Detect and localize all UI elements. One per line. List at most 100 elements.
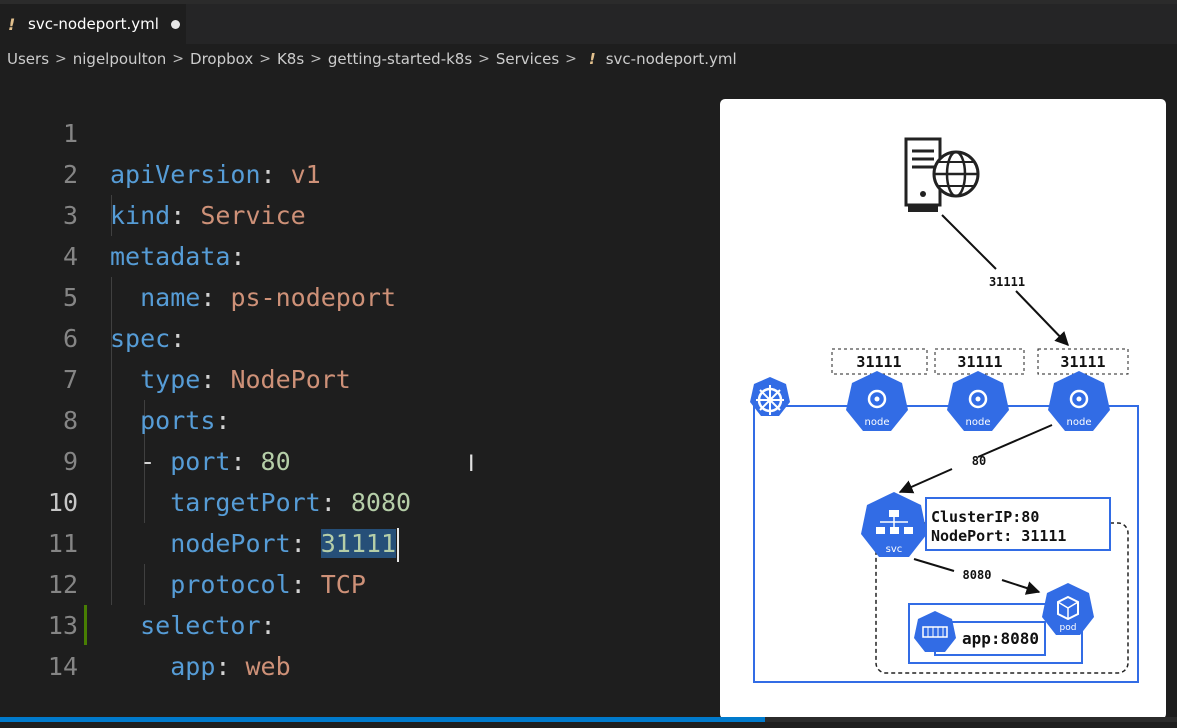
yaml-value: web <box>230 652 291 681</box>
selected-text[interactable]: 31111 <box>320 529 397 558</box>
service-icon: svc <box>861 492 927 557</box>
code-line[interactable]: 7 ports: <box>0 318 231 435</box>
yaml-key: name <box>140 283 201 312</box>
yaml-dash: - <box>140 447 171 476</box>
breadcrumb-item-users[interactable]: Users <box>7 50 50 68</box>
yaml-key: port <box>170 447 231 476</box>
title-strip <box>0 0 1177 4</box>
container-icon <box>914 611 956 652</box>
node-icon: node <box>947 371 1009 431</box>
code-line[interactable]: 4 name: ps-nodeport <box>0 195 396 312</box>
breadcrumb-item-k8s[interactable]: K8s <box>276 50 305 68</box>
yaml-colon: : <box>260 611 276 640</box>
chevron-right-icon: > <box>565 51 577 67</box>
container-label: app:8080 <box>962 629 1039 648</box>
node-port-box <box>1037 348 1129 375</box>
line-number: 7 <box>62 365 78 394</box>
chevron-right-icon: > <box>55 51 67 67</box>
yaml-value: 8080 <box>335 488 412 517</box>
line-number: 3 <box>62 201 78 230</box>
yaml-colon: : <box>170 324 186 353</box>
breadcrumb-item-dropbox[interactable]: Dropbox <box>190 50 254 68</box>
unsaved-dot-icon[interactable] <box>170 19 180 29</box>
yaml-key: selector <box>140 611 261 640</box>
line-number: 4 <box>62 242 78 271</box>
code-line[interactable]: 11 protocol: TCP <box>0 482 366 599</box>
text-cursor <box>397 528 400 562</box>
node-icon: node <box>1048 371 1110 431</box>
line-number: 1 <box>62 119 78 148</box>
chevron-right-icon: > <box>259 51 271 67</box>
yaml-key: apiVersion <box>110 160 261 189</box>
indent-guide <box>111 277 112 605</box>
code-line[interactable]: 14 <box>0 605 78 681</box>
service-info-box <box>925 497 1111 551</box>
code-editor[interactable]: 1 apiVersion: v1 2 kind: Service 3 metad… <box>0 72 720 712</box>
node-port-label: 31111 <box>856 353 901 371</box>
gutter-modified-marker <box>84 605 87 645</box>
code-line[interactable]: 2 kind: Service <box>0 113 306 230</box>
external-arrow <box>1015 290 1069 347</box>
yaml-file-icon: ! <box>588 50 596 68</box>
code-line[interactable]: 13 app: web <box>0 564 291 681</box>
yaml-value: 80 <box>245 447 291 476</box>
line-number: 11 <box>47 529 78 558</box>
line-number: 8 <box>62 406 78 435</box>
chevron-right-icon: > <box>478 51 490 67</box>
node-port-label: 31111 <box>957 353 1002 371</box>
code-line[interactable]: 8 - port: 80 <box>0 359 291 476</box>
yaml-value: NodePort <box>215 365 351 394</box>
yaml-colon: : <box>215 652 231 681</box>
yaml-colon: : <box>170 201 186 230</box>
yaml-value: ps-nodeport <box>215 283 397 312</box>
yaml-file-icon: ! <box>8 14 16 34</box>
line-number: 10 <box>47 488 78 517</box>
nodeport-diagram-card: 31111 31111 31111 31111 node <box>720 99 1166 719</box>
line-number: 2 <box>62 160 78 189</box>
tab-label: svc-nodeport.yml <box>28 15 159 33</box>
code-line[interactable]: 6 type: NodePort <box>0 277 351 394</box>
yaml-colon: : <box>290 570 306 599</box>
indent-guide <box>144 564 145 605</box>
service-to-pod-line <box>913 558 955 572</box>
yaml-value: TCP <box>305 570 366 599</box>
breadcrumb-item-file[interactable]: svc-nodeport.yml <box>605 50 737 68</box>
line-number: 13 <box>47 611 78 640</box>
line-number: 9 <box>62 447 78 476</box>
code-line-current[interactable]: 10 nodePort: 31111 <box>0 441 400 562</box>
indent-guide <box>144 400 145 523</box>
node-icon: node <box>846 371 908 431</box>
node-label: node <box>865 417 890 428</box>
yaml-key: protocol <box>170 570 291 599</box>
tab-svc-nodeport[interactable]: ! svc-nodeport.yml <box>0 4 186 44</box>
pod-label: pod <box>1060 623 1077 633</box>
breadcrumb-item-nigelpoulton[interactable]: nigelpoulton <box>72 50 167 68</box>
breadcrumb-item-getting-started[interactable]: getting-started-k8s <box>327 50 473 68</box>
line-number: 14 <box>47 652 78 681</box>
line-number: 6 <box>62 324 78 353</box>
yaml-key: spec <box>110 324 171 353</box>
external-port-label: 31111 <box>989 275 1025 289</box>
yaml-key: app <box>170 652 216 681</box>
node-to-service-arrow <box>898 468 953 494</box>
yaml-value: v1 <box>275 160 321 189</box>
yaml-colon: : <box>230 242 246 271</box>
yaml-key: metadata <box>110 242 231 271</box>
pod-icon: pod <box>1042 583 1094 635</box>
code-line[interactable]: 5 spec: <box>0 236 185 353</box>
code-line[interactable]: 3 metadata: <box>0 154 246 271</box>
code-line[interactable]: 12 selector: <box>0 523 276 640</box>
status-bar-right <box>765 717 1177 722</box>
line-number: 5 <box>62 283 78 312</box>
code-line[interactable]: 1 apiVersion: v1 <box>0 72 321 189</box>
service-label: svc <box>886 544 903 555</box>
code-line[interactable]: 9 targetPort: 8080 <box>0 400 411 517</box>
yaml-key: kind <box>110 201 171 230</box>
external-link-line <box>941 214 997 270</box>
yaml-colon: : <box>200 283 216 312</box>
yaml-key: ports <box>140 406 216 435</box>
breadcrumb-item-services[interactable]: Services <box>495 50 560 68</box>
chevron-right-icon: > <box>172 51 185 67</box>
service-to-pod-arrow <box>1001 579 1041 595</box>
node-port-label: 31111 <box>1060 353 1105 371</box>
